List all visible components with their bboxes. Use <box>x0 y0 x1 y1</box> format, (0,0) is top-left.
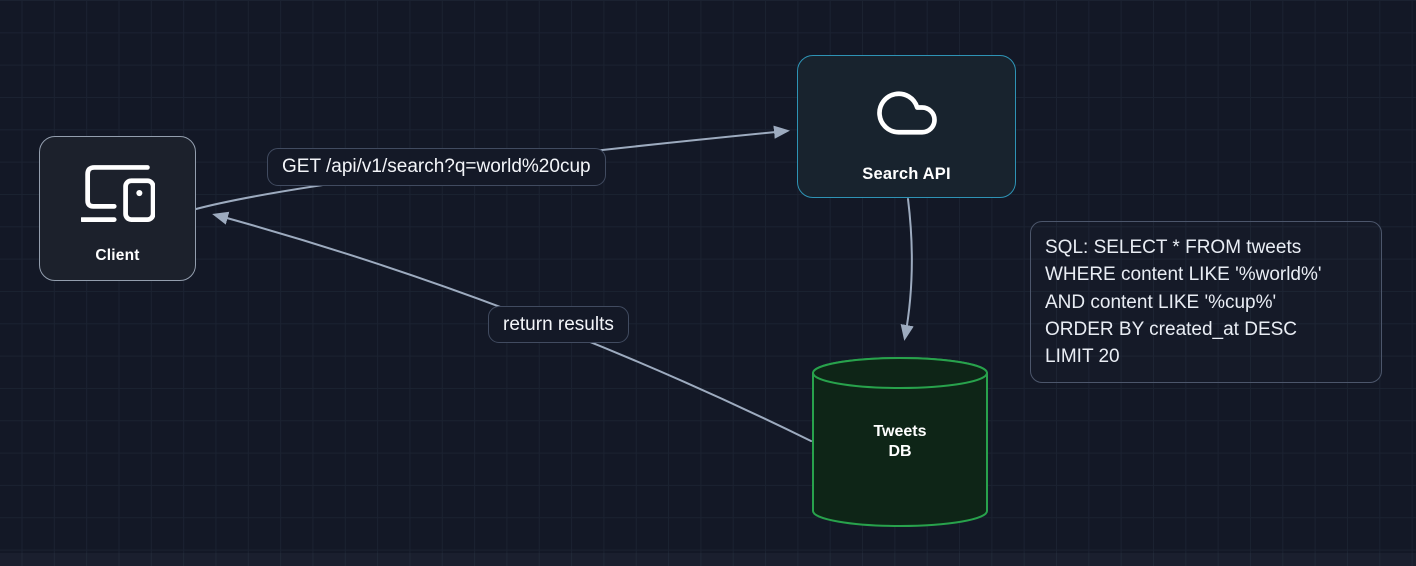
sql-note[interactable]: SQL: SELECT * FROM tweets WHERE content … <box>1030 221 1382 384</box>
node-tweets-db[interactable]: Tweets DB <box>812 356 988 529</box>
node-client[interactable]: Client <box>39 136 196 281</box>
edge-label-return[interactable]: return results <box>488 306 629 343</box>
node-tweets-db-label: Tweets DB <box>873 423 927 460</box>
edge-api-to-db[interactable] <box>900 198 914 341</box>
database-cylinder-icon <box>812 357 988 527</box>
cloud-icon <box>876 91 937 135</box>
sql-note-text: SQL: SELECT * FROM tweets WHERE content … <box>1045 237 1322 368</box>
grid-major-band <box>0 553 1416 566</box>
edge-label-request[interactable]: GET /api/v1/search?q=world%20cup <box>267 148 606 186</box>
node-search-api-label: Search API <box>862 165 951 183</box>
node-client-label: Client <box>95 247 140 264</box>
node-search-api[interactable]: Search API <box>797 55 1016 198</box>
devices-icon <box>80 165 155 222</box>
